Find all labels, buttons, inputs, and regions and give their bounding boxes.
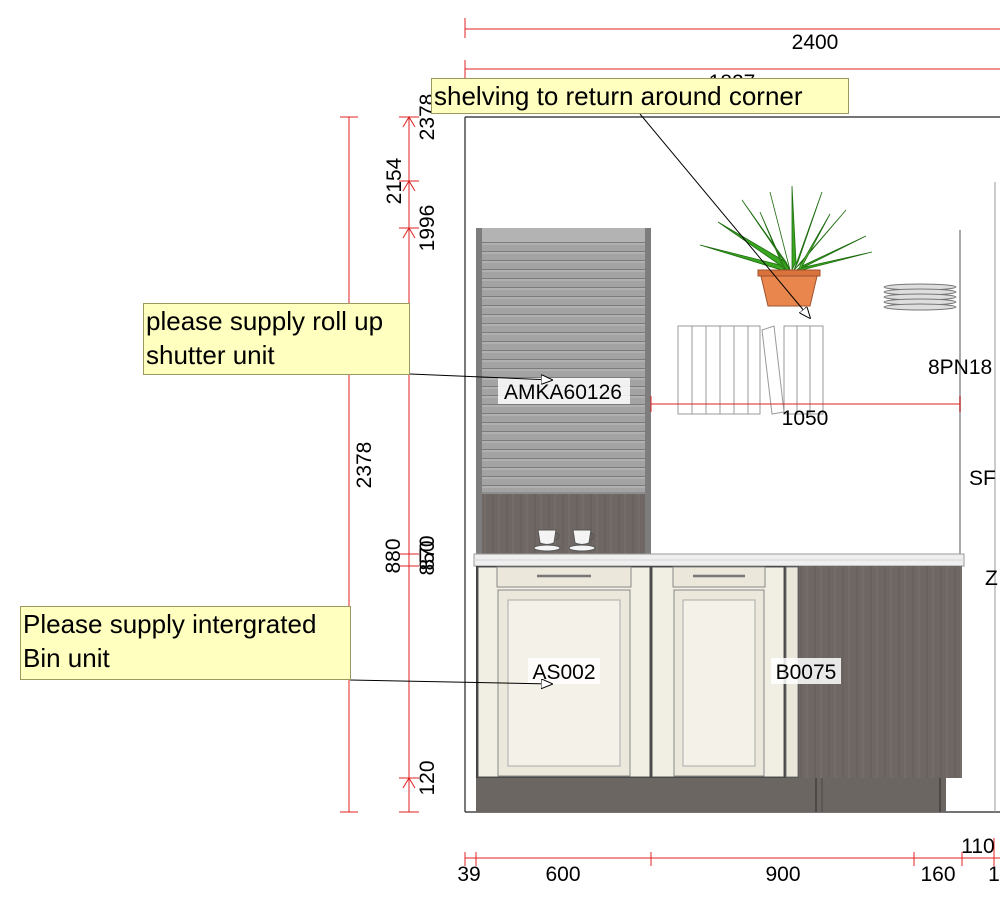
code-base-unit: B0075 [776,661,837,684]
dim-left-wall-bottom: 1996 [416,205,439,252]
dimension-lines [340,18,1000,866]
code-right-z: Z [985,567,998,590]
dim-left-overall: 2378 [353,442,376,489]
dim-bottom-160: 160 [920,863,955,886]
code-bin-unit: AS002 [532,661,595,684]
dim-left-plinth: 120 [416,760,439,795]
dim-left-wall-top: 2154 [383,157,406,204]
dim-bottom-39: 39 [457,863,480,886]
open-shelving-unit [677,230,961,554]
base-unit-door[interactable] [651,566,799,778]
code-tall-unit: AMKA60126 [504,381,622,404]
dim-top-overall: 2400 [792,31,839,54]
potted-plant-decor [699,185,873,307]
dim-bottom-1: 1 [988,863,1000,886]
dim-left-base-870: 870 [416,535,439,570]
dim-bottom-900: 900 [765,863,800,886]
code-shelf-unit: 8PN18 [928,356,992,379]
note-shutter[interactable]: please supply roll up shutter unit [143,303,410,375]
dim-left-base-850: 850 [416,540,439,575]
dim-bottom-600: 600 [545,863,580,886]
unit-code-labels: AMKA60126 AS002 B0075 8PN18 SF Z [498,356,998,684]
note-bin-line1: Please supply intergrated [23,609,317,639]
note-leader-lines [349,113,810,684]
note-shelving-text: shelving to return around corner [434,81,803,111]
note-bin[interactable]: Please supply intergrated Bin unit [20,606,351,680]
code-right-s: SF [969,467,996,490]
worktop [473,553,965,567]
note-shutter-line1: please supply roll up [146,306,384,336]
plates-decor [883,283,957,311]
note-shutter-line2: shutter unit [146,340,275,370]
dim-bottom-110: 110 [961,835,994,858]
note-bin-line2: Bin unit [23,643,110,673]
base-cabinets [476,566,962,778]
bin-unit-door[interactable] [477,566,651,778]
dim-left-base-880: 880 [382,538,405,573]
plinth [476,778,946,812]
dim-shelf-width: 1050 [782,407,829,430]
books-decor [677,325,824,415]
coffee-cups-decor [533,529,596,552]
note-shelving[interactable]: shelving to return around corner [431,78,849,114]
